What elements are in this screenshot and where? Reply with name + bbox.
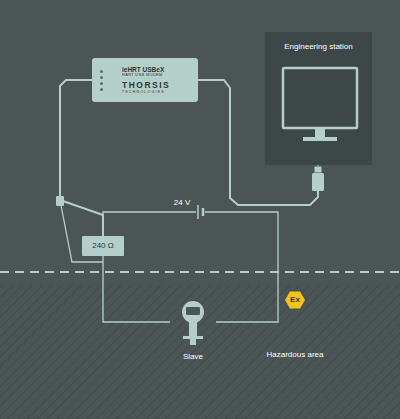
wire [103, 256, 170, 322]
resistor-box: 240 Ω [82, 236, 124, 256]
hazardous-hatching [0, 285, 400, 419]
ex-mark: Ex [290, 295, 300, 304]
cable-splitter [56, 196, 64, 206]
battery-symbol [198, 205, 203, 219]
status-led [100, 82, 103, 85]
slave-device: Slave [170, 300, 216, 362]
station-panel [265, 32, 372, 165]
zone-label: Hazardous area [267, 350, 324, 359]
node-text: HART USB MODEM [122, 73, 163, 78]
node-text: THORSIS [122, 81, 170, 91]
usb-modem: ieHRT USBeXHART USB MODEM THORSISTECHNOLO… [92, 58, 198, 102]
node-text: 240 Ω [92, 241, 114, 250]
node-text: Engineering station [284, 42, 353, 51]
node-text: Slave [183, 352, 203, 361]
usb-cable [198, 80, 318, 205]
node-text: ieHRT USBeX [122, 66, 164, 73]
zone-boundary [0, 271, 400, 273]
node-text: TECHNOLOGIES [122, 90, 165, 94]
wire [60, 80, 103, 236]
ex-symbol [285, 292, 305, 309]
status-led [100, 70, 103, 73]
transmitter-icon [182, 301, 204, 345]
engineering-station: Engineering station [265, 32, 372, 165]
circuit-wires [60, 200, 278, 322]
voltage-label: 24 V [174, 198, 190, 207]
status-led [100, 76, 103, 79]
monitor-icon [283, 68, 357, 141]
status-led [100, 88, 103, 91]
usb-plug [312, 166, 324, 191]
